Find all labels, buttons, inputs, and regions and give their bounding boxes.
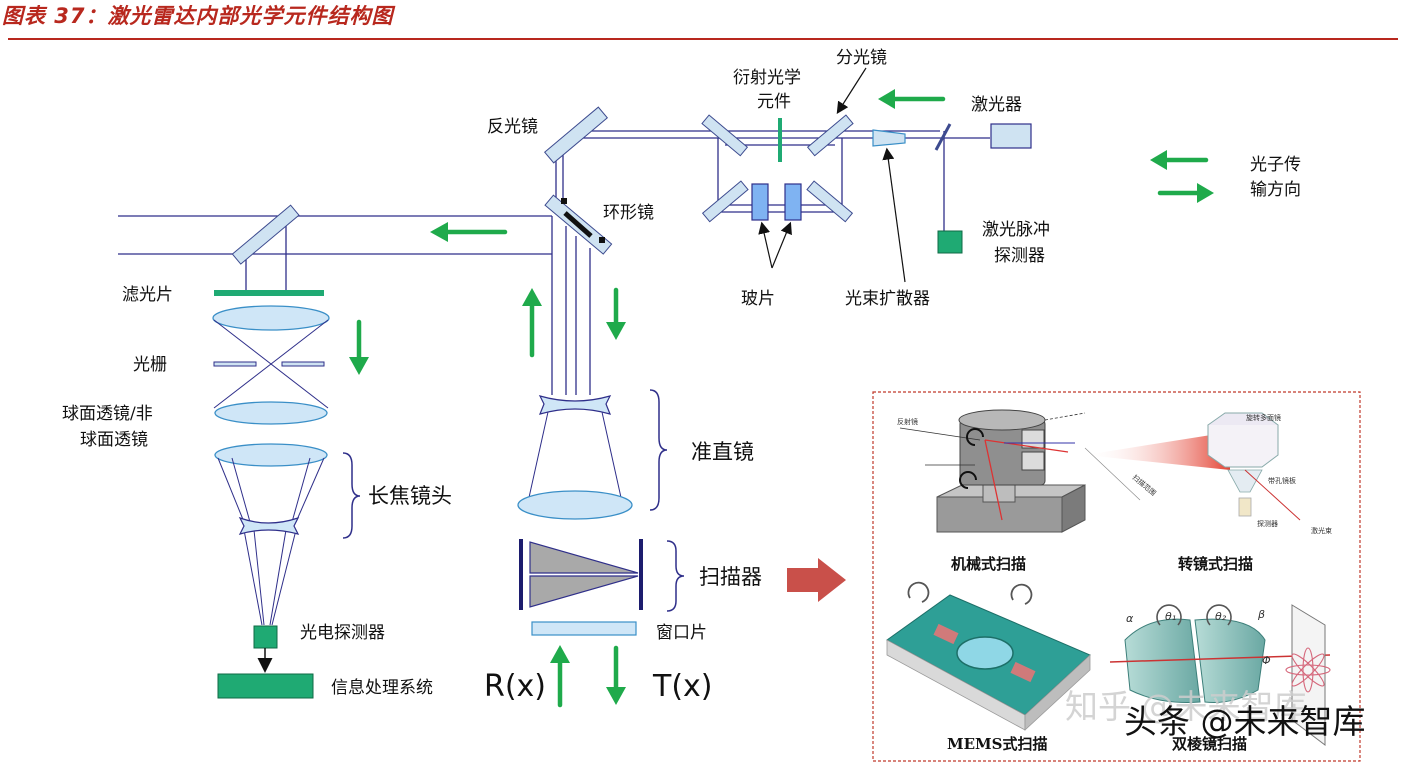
label-photodetector: 光电探测器 [300,623,385,643]
label-grating: 光栅 [133,355,167,375]
watermarks: 知乎 @未来智库 头条 @未来智库 [1065,687,1366,741]
laser-box [990,123,1032,149]
diagram-labels: 衍射光学 元件 分光镜 激光器 反光镜 环形镜 激光脉冲 探测器 玻片 光束扩散… [62,48,1301,704]
mechanical-scan-illustration: 反射镜 [897,409,1086,533]
label-beam-expander: 光束扩散器 [845,289,930,309]
laser-pulse-detector-box [937,230,963,254]
watermark-zhihu: 知乎 @未来智库 [1065,687,1307,726]
phi-label: Φ [1262,654,1271,667]
figure-title: 图表 37：激光雷达内部光学元件结构图 [2,4,394,28]
small-splitter [934,123,952,151]
caption-double-prism: 双棱镜扫描 [1172,735,1247,753]
label-laser: 激光器 [971,95,1022,115]
alpha-label: α [1126,612,1134,625]
caption-mems: MEMS式扫描 [947,735,1047,753]
polygon-label: 旋转多面镜 [1246,413,1281,422]
lens-plate-label: 带孔镜板 [1268,476,1296,485]
filter [214,290,324,296]
label-collimator: 准直镜 [691,440,754,464]
label-diffractive-1: 衍射光学 [733,68,801,88]
mech-mirror-label: 反射镜 [897,417,918,426]
scanner-red-arrow [787,558,846,602]
label-glass-slide: 玻片 [741,289,775,309]
mems-illustration [886,581,1091,731]
beta-label: β [1257,608,1265,621]
receive-rays [213,319,329,626]
double-prism-illustration: α θ₁ θ₂ β Φ [1109,604,1331,747]
label-ring-mirror: 环形镜 [603,203,654,223]
legend-line2: 输方向 [1250,180,1301,200]
window-plate [531,621,637,636]
label-filter: 滤光片 [122,285,173,305]
label-beam-splitter: 分光镜 [836,48,887,68]
direction-arrows [349,89,1214,708]
legend-line1: 光子传 [1250,155,1301,175]
grating [213,361,325,367]
collimator-rays [527,411,623,503]
top-mirrors [701,114,854,223]
detector-label: 探测器 [1257,519,1278,528]
signal-processing-box [217,673,314,699]
beam-expander [872,129,906,147]
label-pulse-detector-2: 探测器 [994,246,1045,266]
label-rx: R(x) [484,669,546,704]
glass-slides [751,183,802,221]
watermark-toutiao: 头条 @未来智库 [1124,702,1366,741]
scanner [519,539,643,610]
theta2-label: θ₂ [1215,610,1227,623]
label-signal-processing: 信息处理系统 [331,678,433,698]
label-pointers [758,67,906,283]
collimator-lens [517,490,633,520]
label-pulse-detector-1: 激光脉冲 [982,220,1050,240]
title-rule [8,38,1398,40]
caption-rotating: 转镜式扫描 [1178,555,1253,573]
theta1-label: θ₁ [1165,610,1176,623]
label-tx: T(x) [652,669,713,704]
concave-lens-left [238,516,300,535]
photodetector-box [253,625,278,673]
label-scanner: 扫描器 [699,565,762,589]
reflector-mirror [543,106,609,164]
beam-lines [118,130,990,395]
receive-lenses [212,305,330,467]
label-window: 窗口片 [656,623,707,643]
label-diffractive-2: 元件 [757,92,791,112]
label-telephoto: 长焦镜头 [368,484,452,508]
braces [342,389,685,612]
caption-mechanical: 机械式扫描 [951,555,1026,573]
laser-beam-label: 激光束 [1311,526,1332,535]
left-mirror [231,204,300,265]
label-lens-1: 球面透镜/非 [62,404,153,424]
label-lens-2: 球面透镜 [80,430,148,450]
concave-lens-mid [538,395,612,415]
label-reflector: 反光镜 [487,117,538,137]
scan-methods-panel: 反射镜 机械式扫描 旋转多面镜 扫描范围 带孔镜板 探测器 激光束 转镜式扫描 [872,391,1361,762]
ring-mirror [544,194,613,255]
